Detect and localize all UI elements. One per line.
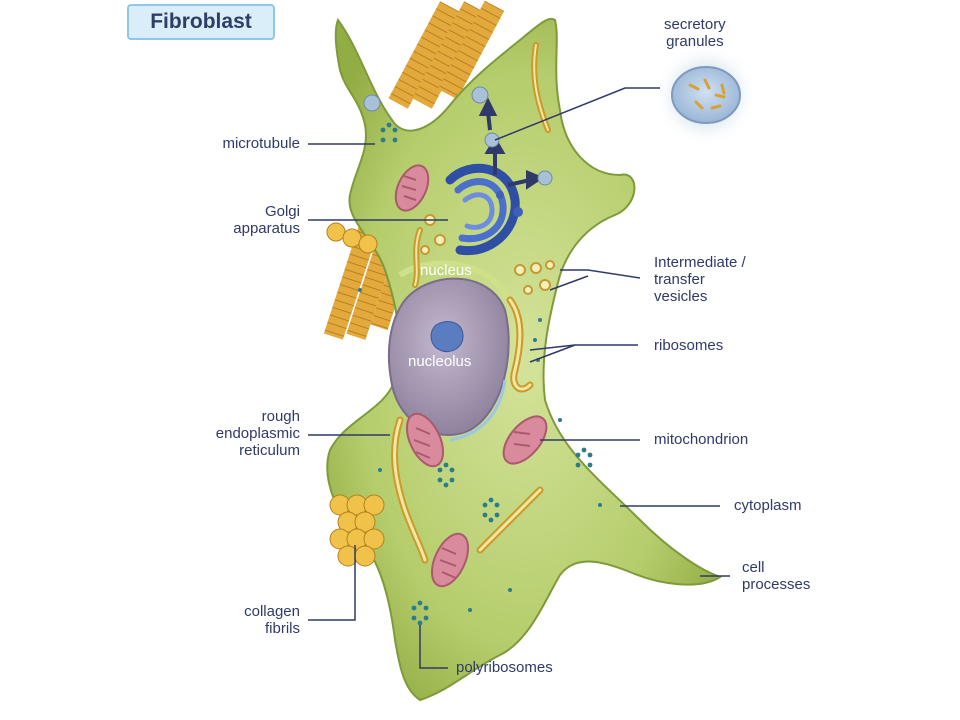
secretory-granule-inset	[654, 43, 758, 147]
label-polyribosomes: polyribosomes	[456, 659, 553, 676]
polyribosome-clusters	[358, 122, 602, 626]
nucleolus	[430, 321, 464, 353]
label-transfer-vesicles: Intermediate / transfer vesicles	[654, 254, 746, 305]
label-mitochondrion: mitochondrion	[654, 431, 749, 448]
label-rough-er: rough endoplasmic reticulum	[215, 408, 300, 459]
label-ribosomes: ribosomes	[654, 337, 724, 354]
label-collagen-fibrils: collagen fibrils	[244, 603, 300, 637]
nuclear-envelope	[398, 260, 513, 302]
leader-lines	[308, 87, 730, 669]
label-cytoplasm: cytoplasm	[734, 497, 802, 514]
mitochondria	[394, 164, 548, 588]
secretion-arrows	[478, 97, 545, 190]
collagen-fiber-top	[388, 0, 505, 109]
label-secretory-granules: secretory granules	[664, 16, 726, 50]
label-golgi-apparatus: Golgi apparatus	[233, 203, 300, 237]
golgi-apparatus	[445, 163, 520, 256]
label-nucleus: nucleus	[420, 262, 472, 279]
nucleus	[387, 277, 510, 436]
page-title: Fibroblast	[150, 10, 252, 33]
rough-endoplasmic-reticulum	[391, 42, 551, 564]
label-microtubule: microtubule	[222, 135, 300, 152]
label-nucleolus: nucleolus	[408, 353, 472, 370]
collagen-bundle-bottom	[326, 222, 385, 567]
label-cell-processes: cell processes	[742, 559, 811, 593]
title-box: Fibroblast	[127, 4, 275, 40]
